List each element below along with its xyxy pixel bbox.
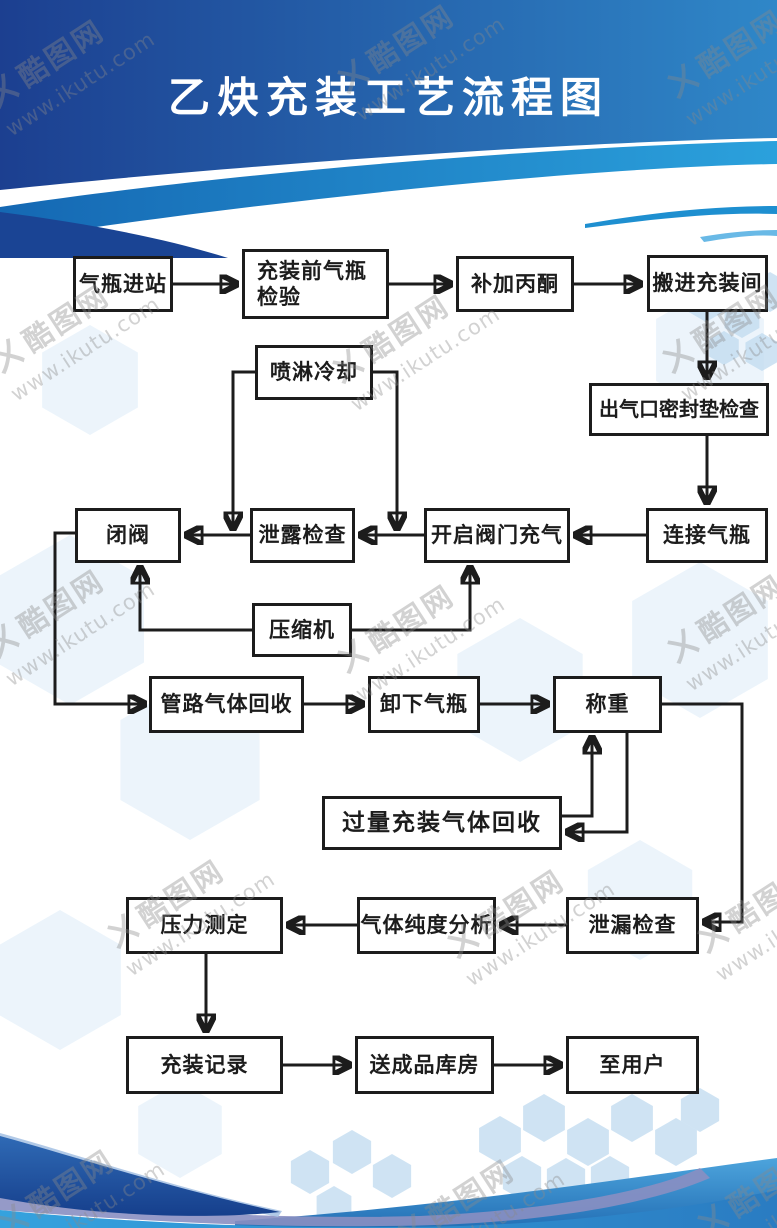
node-label: 称重	[585, 692, 630, 717]
node-label: 闭阀	[106, 523, 150, 548]
node-connect-cylinder: 连接气瓶	[646, 508, 768, 563]
node-remove-cylinder: 卸下气瓶	[368, 676, 480, 733]
node-compressor: 压缩机	[252, 603, 352, 657]
node-label: 出气口密封垫检查	[599, 397, 759, 421]
connector-closevalve-to-pipeline	[53, 531, 144, 704]
node-open-valve-fill: 开启阀门充气	[424, 508, 570, 563]
node-label: 管路气体回收	[160, 692, 293, 717]
connector-compressor-to-closevalve	[140, 568, 252, 632]
node-close-valve: 闭阀	[75, 508, 181, 563]
node-pipeline-gas-recovery: 管路气体回收	[149, 676, 304, 733]
node-label: 压缩机	[269, 617, 335, 642]
node-label: 充装记录	[160, 1052, 249, 1077]
connector-spray-left-arm	[233, 370, 255, 528]
node-label: 喷淋冷却	[270, 360, 358, 385]
connector-spray-right-arm	[373, 370, 397, 528]
node-label: 送成品库房	[369, 1052, 480, 1077]
node-label: 至用户	[599, 1052, 666, 1077]
footer-swoosh-graphic	[0, 1133, 777, 1228]
node-pre-fill-inspection: 充装前气瓶 检验	[242, 249, 389, 319]
node-label: 泄漏检查	[588, 913, 677, 938]
node-cylinder-arrival: 气瓶进站	[73, 256, 173, 312]
connector-weighing-to-overfill	[568, 733, 629, 832]
node-label: 充装前气瓶 检验	[257, 258, 367, 309]
node-label: 搬进充装间	[652, 271, 763, 296]
header-swoosh-graphic	[0, 0, 777, 258]
node-add-acetone: 补加丙酮	[456, 256, 574, 312]
node-label: 开启阀门充气	[431, 523, 563, 548]
connector-overfill-to-weighing	[562, 738, 592, 818]
page-title: 乙炔充装工艺流程图	[167, 73, 609, 122]
node-send-to-warehouse: 送成品库房	[355, 1036, 494, 1094]
node-spray-cooling: 喷淋冷却	[255, 345, 373, 400]
node-label: 气体纯度分析	[360, 913, 493, 938]
node-gas-purity-analysis: 气体纯度分析	[357, 897, 496, 954]
node-label: 卸下气瓶	[380, 692, 468, 717]
node-label: 过量充装气体回收	[342, 809, 542, 836]
node-label: 气瓶进站	[79, 271, 167, 296]
node-label: 泄露检查	[258, 523, 347, 548]
node-leak-check-2: 泄漏检查	[566, 897, 699, 954]
node-weighing: 称重	[553, 676, 662, 733]
node-move-to-filling-room: 搬进充装间	[647, 255, 768, 312]
node-leak-check-1: 泄露检查	[250, 508, 355, 563]
connector-weighing-to-leakcheck2	[662, 702, 744, 922]
node-outlet-gasket-check: 出气口密封垫检查	[589, 383, 769, 436]
node-to-customer: 至用户	[566, 1036, 699, 1094]
node-pressure-measurement: 压力测定	[126, 897, 283, 954]
connector-compressor-to-openvalve	[352, 568, 470, 632]
node-overfill-gas-recovery: 过量充装气体回收	[322, 796, 562, 850]
node-label: 补加丙酮	[471, 271, 559, 296]
node-filling-record: 充装记录	[126, 1036, 283, 1094]
node-label: 压力测定	[160, 913, 249, 938]
node-label: 连接气瓶	[663, 523, 751, 548]
